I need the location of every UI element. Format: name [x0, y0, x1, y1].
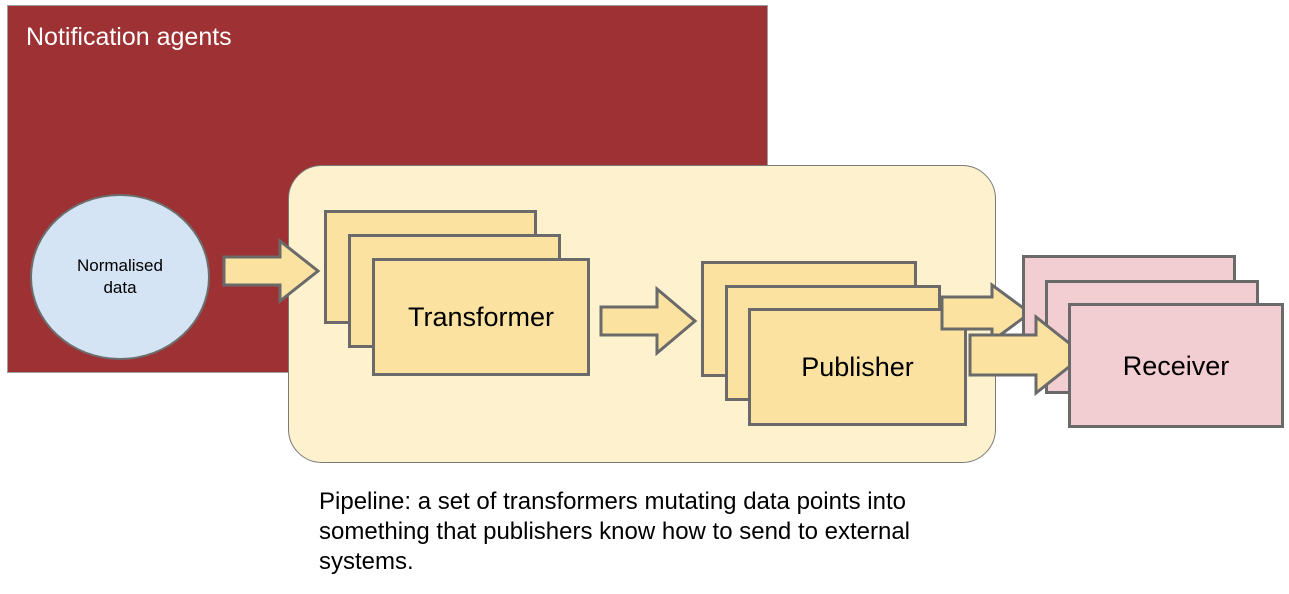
normalised-data-node: Normalised data — [30, 194, 210, 360]
notification-agents-label: Notification agents — [26, 23, 232, 51]
arrow-publisher-to-receiver-upper-icon — [940, 282, 1033, 344]
receiver-label: Receiver — [1122, 350, 1230, 381]
receiver-card-front: Receiver — [1068, 303, 1284, 428]
pipeline-caption: Pipeline: a set of transformers mutating… — [319, 488, 911, 575]
transformer-card-front: Transformer — [372, 258, 590, 376]
transformer-label: Transformer — [407, 302, 555, 332]
normalised-data-label-line1: Normalised — [77, 256, 163, 275]
publisher-label: Publisher — [801, 352, 914, 382]
normalised-data-label-line2: data — [103, 278, 137, 297]
arrow-publisher-to-receiver-lower-icon — [968, 313, 1087, 397]
arrow-transformer-to-publisher-icon — [599, 285, 698, 357]
publisher-card-front: Publisher — [748, 308, 967, 426]
arrow-data-to-transformer-icon — [222, 237, 321, 305]
